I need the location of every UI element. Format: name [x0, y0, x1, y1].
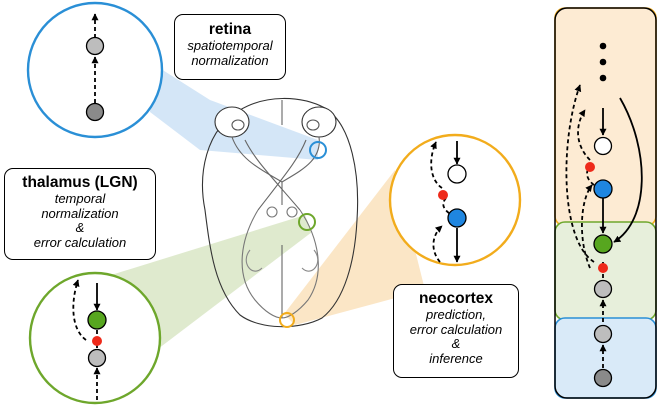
neocortex-label-line: error calculation [409, 321, 503, 337]
neocortex-label-line: & [451, 336, 461, 351]
column-node-cortex [593, 179, 613, 199]
thalamus-error-node [92, 336, 102, 346]
thalamus-label-box: thalamus (LGN) temporal normalization & … [4, 168, 156, 260]
cortex-node-representation [447, 208, 467, 228]
thalamus-label-line: temporal [54, 191, 106, 206]
neocortex-label-box: neocortex prediction, error calculation … [393, 284, 519, 378]
thalamus-label-title: thalamus (LGN) [22, 174, 138, 191]
retina-zoom-circle [26, 1, 164, 139]
retina-node-input [85, 102, 105, 122]
ellipsis-dot [599, 58, 607, 66]
retina-label-box: retina spatiotemporal normalization [174, 14, 286, 80]
retina-node-output [85, 36, 105, 56]
cortex-error-node [438, 190, 448, 200]
cortex-zoom-circle [388, 133, 522, 267]
neocortex-label-line: inference [429, 350, 483, 366]
retina-label-title: retina [208, 21, 252, 38]
column-error-node-thalamus [598, 263, 608, 273]
brain-illustration [202, 97, 359, 328]
hierarchy-column [554, 7, 657, 399]
retina-label-line: spatiotemporal [187, 38, 273, 53]
column-node-thalamus-input [593, 279, 613, 299]
column-node-thalamus [593, 234, 613, 254]
neocortex-label-title: neocortex [418, 290, 494, 307]
thalamus-location-marker [298, 213, 316, 231]
thalamus-label-line: normalization [41, 205, 119, 221]
ellipsis-dot [599, 42, 607, 50]
neocortex-label-line: prediction, [426, 307, 486, 322]
column-node-upper [593, 136, 613, 156]
cortex-location-marker [279, 312, 295, 328]
thalamus-zoom-circle [28, 271, 162, 405]
ellipsis-dot [599, 74, 607, 82]
retina-label-line: normalization [191, 52, 269, 68]
thalamus-label-line: error calculation [33, 234, 127, 250]
cortex-node-upper [447, 164, 467, 184]
thalamus-node-prediction [87, 310, 107, 330]
column-node-retina-input [593, 368, 613, 388]
column-node-retina-output [593, 324, 613, 344]
thalamus-label-line: & [75, 220, 85, 235]
retina-location-marker [309, 141, 327, 159]
thalamus-node-input [87, 348, 107, 368]
column-error-node-cortex [585, 162, 595, 172]
